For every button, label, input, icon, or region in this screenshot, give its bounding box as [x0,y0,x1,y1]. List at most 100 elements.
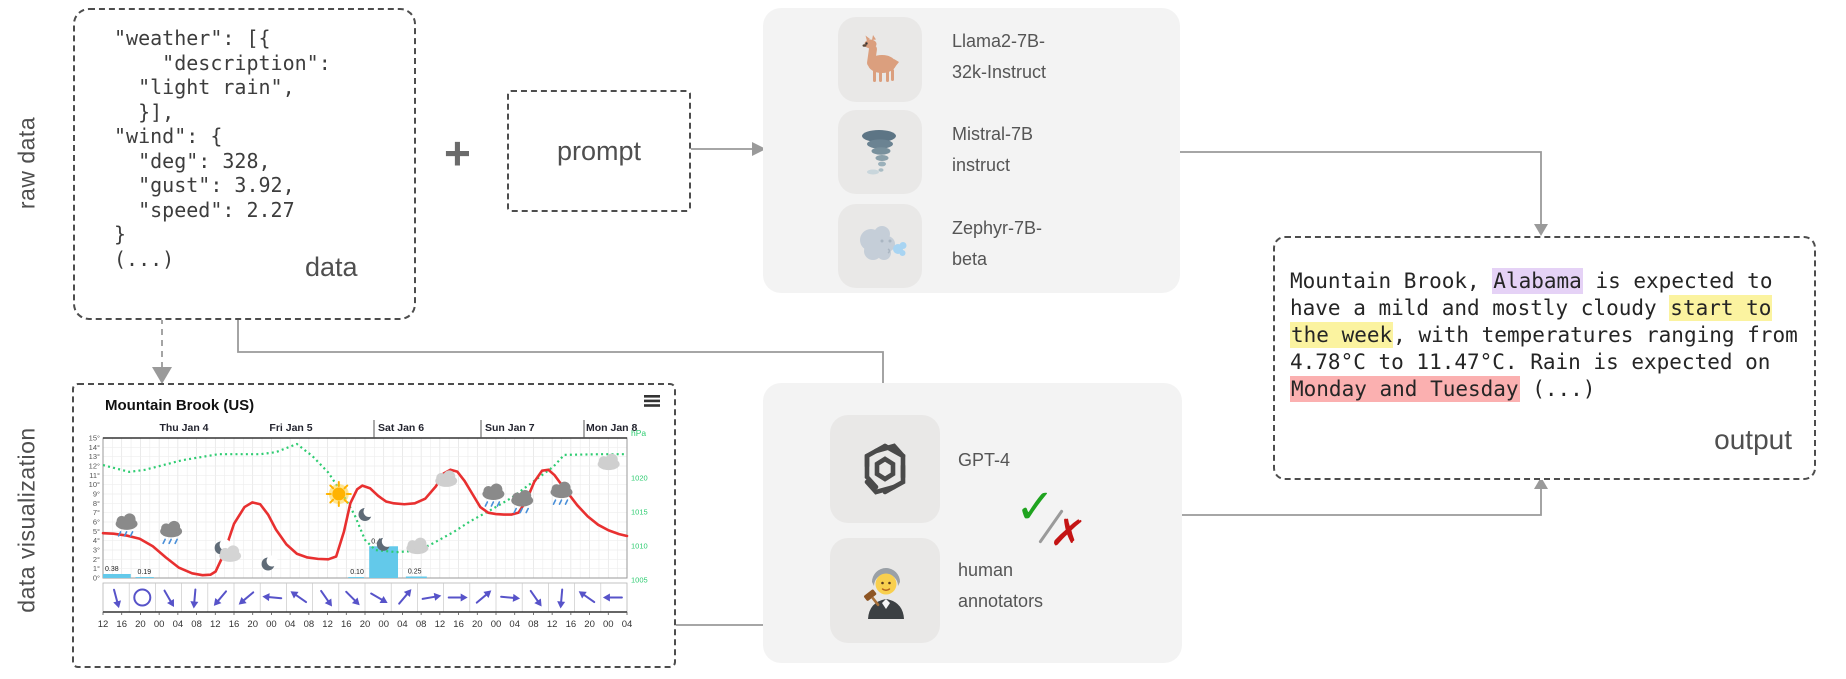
time-axis-label: 20 [360,619,371,630]
time-axis-label: 04 [285,619,296,630]
tornado-icon [862,130,896,175]
precip-value: 0.38 [105,566,119,573]
model-label-zephyr: Zephyr-7B-beta [952,218,1043,269]
wind-arrow-icon [213,590,228,606]
sun-icon [325,481,352,507]
raw-data-box: "weather": [{ "description": "light rain… [73,8,416,320]
rain-cloud-icon [160,520,183,545]
highlight-red: Monday and Tuesday [1290,376,1520,402]
temp-axis-tick: 1° [93,564,100,573]
time-axis-label: 16 [341,619,352,630]
time-axis-label: 04 [397,619,408,630]
moon-icon [261,555,278,571]
time-axis-label: 16 [566,619,577,630]
data-visualization-side-label: data visualization [13,427,40,613]
output-caption: output [1714,424,1792,455]
hamburger-menu-icon[interactable] [644,395,660,407]
cloud-light-icon [435,470,458,487]
temp-axis-tick: 9° [93,490,100,499]
temp-axis-tick: 0° [93,574,100,583]
wind-calm-icon [133,588,152,607]
human-annotators-tile [830,538,940,643]
highlight-yellow: the week [1290,322,1394,348]
wind-arrow-icon [557,588,566,609]
temperature-line [101,468,629,577]
rain-cloud-icon [482,483,505,507]
time-axis-label: 12 [547,619,558,630]
judge-icon [864,567,904,619]
wind-arrow-icon [421,592,442,601]
arrow-generation-to-output [1180,151,1542,224]
temp-axis-tick: 11° [89,471,100,480]
time-axis-label: 00 [154,619,165,630]
pressure-axis-tick: 1005 [631,576,648,585]
cloud-light-icon [597,453,620,471]
code-line: "gust": 3.92, [114,173,295,197]
precip-value: 0.10 [350,569,364,576]
raw-data-side-label: raw data [13,116,40,210]
prompt-box: prompt [507,90,691,212]
arrow-data-to-annotators [237,317,884,403]
precip-bar [405,576,427,578]
wind-arrow-icon [345,590,360,606]
moon-icon [358,506,375,522]
code-line: } [114,222,127,246]
model-label-llama: Llama2-7B-32k-Instruct [952,31,1047,82]
llama-tile [838,17,922,102]
wind-arrow-icon [290,591,308,604]
time-axis-label: 04 [509,619,520,630]
code-line: "description": [114,50,331,75]
precip-bar [103,573,131,578]
temp-axis-tick: 12° [89,462,100,471]
wind-arrow-icon [262,593,283,602]
cloud-light-icon [406,537,429,555]
time-axis-label: 08 [416,619,427,630]
time-axis-label: 16 [229,619,240,630]
code-line: "wind": { [114,124,223,148]
precip-bar [348,577,364,578]
temp-axis-tick: 5° [93,527,100,536]
time-axis-label: 00 [266,619,277,630]
openai-logo-icon [864,443,906,495]
pressure-axis-tick: 1010 [631,542,648,551]
temp-axis-tick: 13° [89,452,100,461]
wind-arrow-icon [475,590,492,604]
code-line: "light rain", [114,75,295,99]
wind-row [102,582,628,613]
precip-value: 0.25 [408,569,422,576]
wind-arrow-icon [370,592,388,603]
tornado-tile [838,110,922,194]
time-axis-label: 00 [491,619,502,630]
time-axis-label: 12 [322,619,333,630]
temp-axis-tick: 15° [89,434,100,443]
temp-axis-tick: 14° [89,443,100,452]
prompt-caption: prompt [556,135,642,166]
moon-icon [376,535,393,551]
output-text-segment: (...) [1519,377,1596,401]
wind-arrow-icon [529,589,542,607]
output-text-segment: 4.78°C to 11.47°C. Rain is expected on [1290,350,1771,374]
chart-title: Mountain Brook (US) [105,397,254,414]
code-line: "deg": 328, [114,148,271,173]
temp-axis-tick: 3° [93,546,100,555]
cloud-moon-icon [214,539,242,562]
wind-arrow-icon [190,588,199,609]
temp-axis-tick: 6° [93,518,100,527]
wind-arrow-icon [163,589,174,608]
code-line: (...) [114,246,175,271]
temp-axis-tick: 8° [93,499,100,508]
temp-axis-tick: 2° [93,555,100,564]
time-axis-label: 08 [191,619,202,630]
code-line: "speed": 2.27 [114,197,295,222]
wind-arrow-icon [238,591,255,605]
day-label: Fri Jan 5 [269,422,312,434]
verdict-cross-icon: ✗ [1047,508,1089,560]
time-axis-label: 20 [135,619,146,630]
highlight-purple: Alabama [1492,268,1583,294]
wind-arrow-icon [578,591,596,604]
wind-arrow-icon [500,593,521,602]
